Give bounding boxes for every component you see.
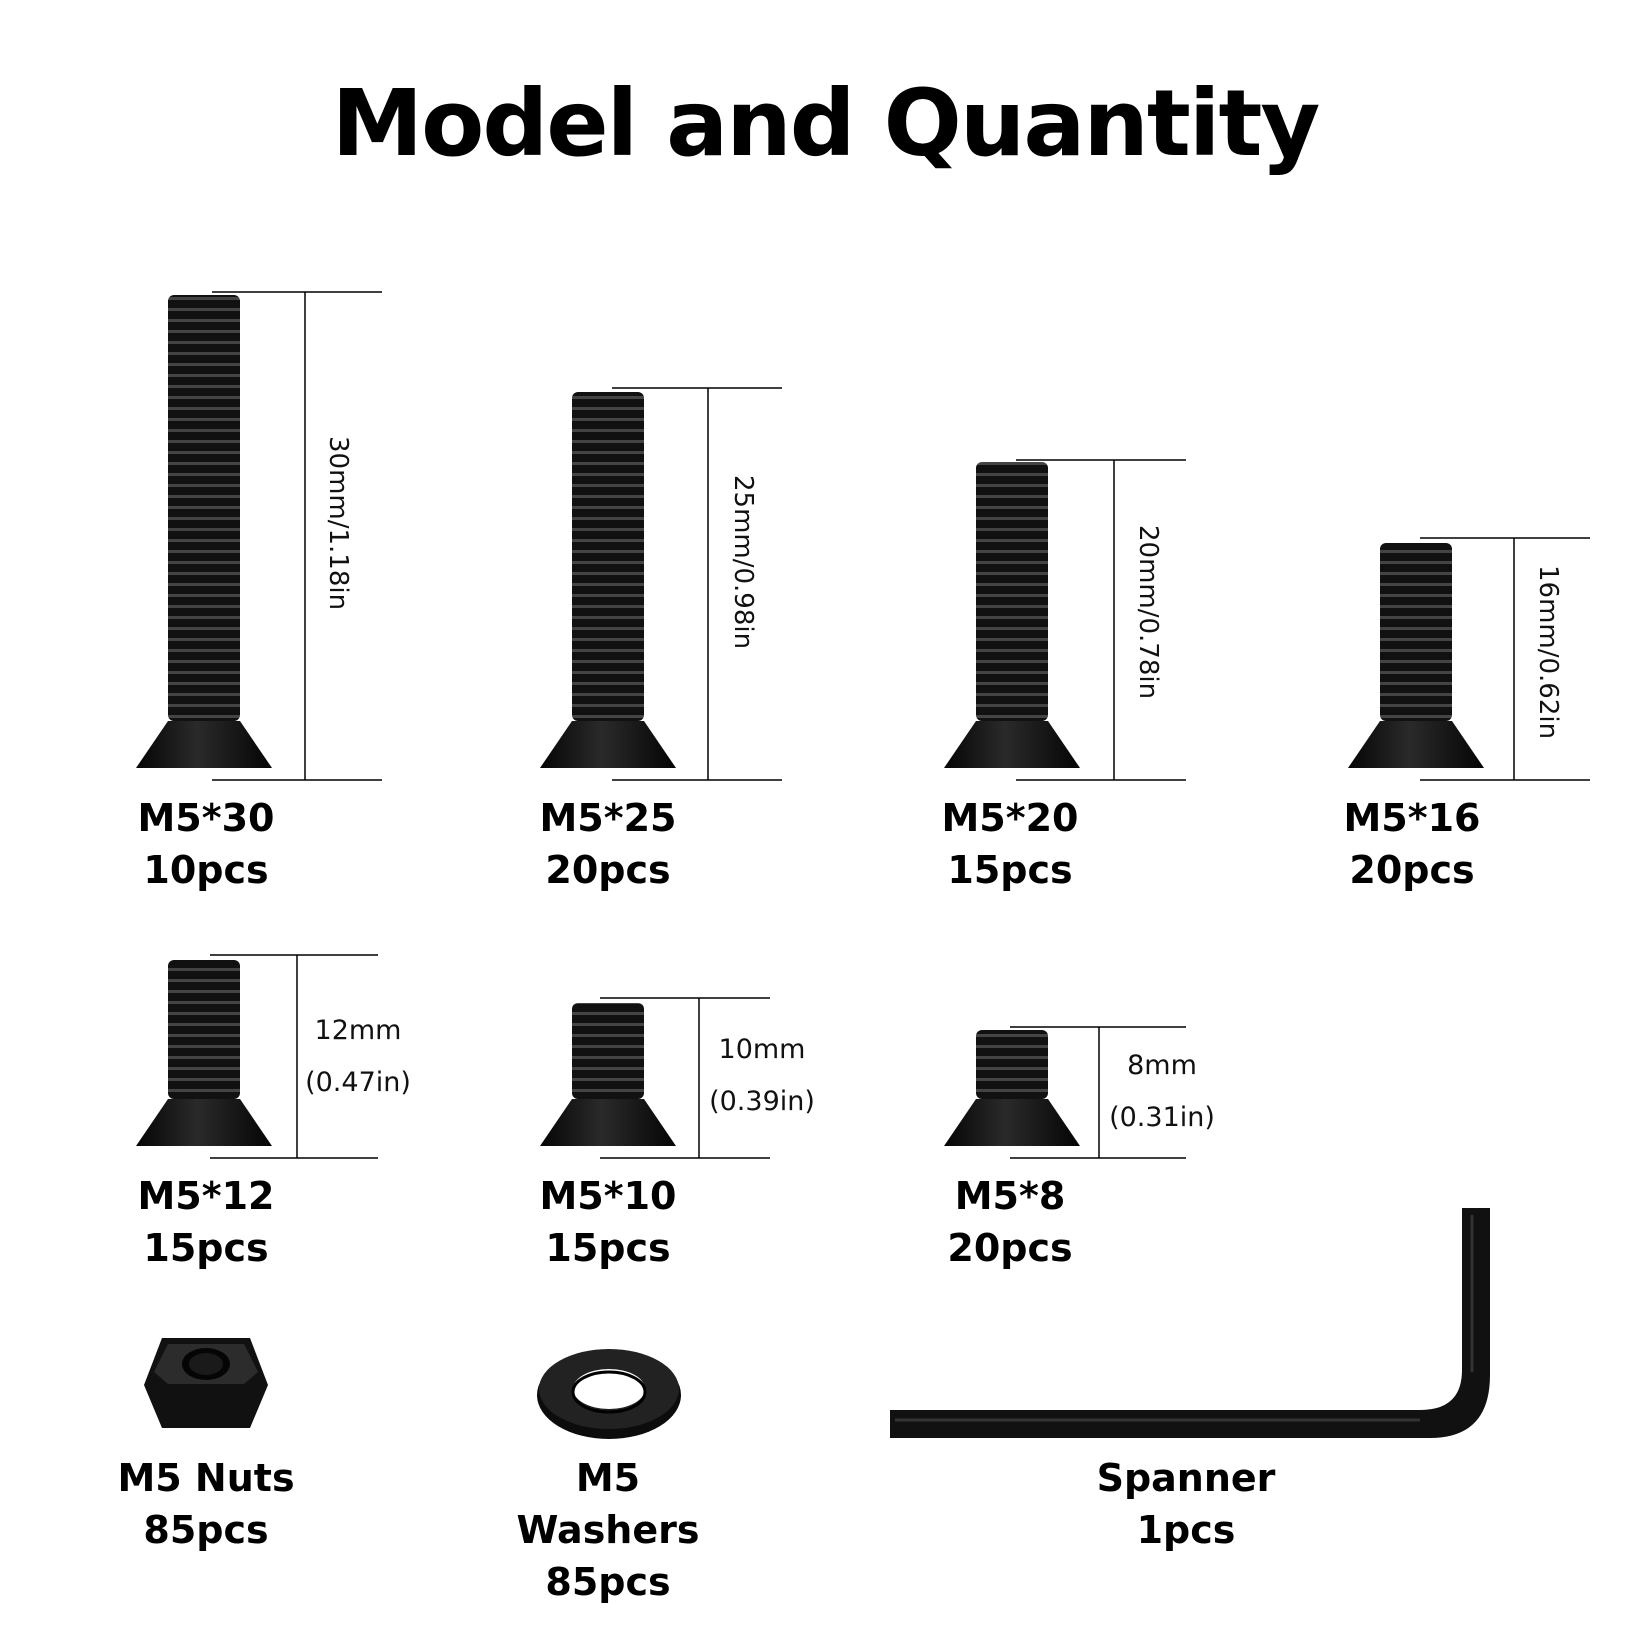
model-name: M5*20	[941, 796, 1079, 840]
quantity: 15pcs	[545, 1226, 671, 1270]
model-name: M5*8	[954, 1174, 1066, 1218]
dimension-line-m5x20	[1016, 459, 1186, 781]
item-label-nuts: M5 Nuts 85pcs	[96, 1452, 316, 1556]
quantity: 10pcs	[143, 848, 269, 892]
dimension-line-m5x12	[210, 954, 378, 1159]
model-name: M5*16	[1343, 796, 1481, 840]
washer-image	[537, 1349, 681, 1439]
model-name: M5*25	[539, 796, 677, 840]
item-label-m5x16: M5*16 20pcs	[1302, 792, 1522, 896]
screw-m5x12-image	[136, 960, 272, 1146]
item-label-m5x8: M5*8 20pcs	[900, 1170, 1120, 1274]
quantity: 15pcs	[143, 1226, 269, 1270]
dimension-label-m5x8: 8mm (0.31in)	[1092, 1040, 1232, 1144]
dimension-line-m5x10	[600, 997, 770, 1159]
screw-m5x20-image	[944, 462, 1080, 768]
hex-nut-image	[144, 1338, 268, 1428]
spanner-quantity: 1pcs	[1136, 1508, 1236, 1552]
dimension-label-m5x12: 12mm (0.47in)	[288, 1005, 428, 1109]
item-label-spanner: Spanner 1pcs	[1076, 1452, 1296, 1556]
dimension-label-m5x16: 16mm/0.62in	[1533, 565, 1563, 740]
nuts-quantity: 85pcs	[143, 1508, 269, 1552]
dimension-mm: 10mm	[718, 1034, 806, 1065]
item-label-m5x10: M5*10 15pcs	[498, 1170, 718, 1274]
quantity: 20pcs	[1349, 848, 1475, 892]
washers-name-line1: M5	[575, 1456, 641, 1500]
dimension-line-m5x25	[612, 387, 782, 781]
spanner-name: Spanner	[1096, 1456, 1276, 1500]
dimension-mm: 8mm	[1127, 1050, 1197, 1081]
page-title: Model and Quantity	[331, 70, 1321, 177]
dimension-label-m5x10: 10mm (0.39in)	[692, 1024, 832, 1128]
item-label-m5x20: M5*20 15pcs	[900, 792, 1120, 896]
model-name: M5*12	[137, 1174, 275, 1218]
hex-key-spanner-image	[890, 1208, 1490, 1438]
washers-name-line2: Washers	[516, 1508, 700, 1552]
item-label-m5x12: M5*12 15pcs	[96, 1170, 316, 1274]
dimension-line-m5x30	[212, 291, 382, 781]
screw-m5x16-image	[1348, 543, 1484, 768]
dimension-line-m5x16	[1420, 537, 1590, 781]
nuts-name: M5 Nuts	[117, 1456, 295, 1500]
item-label-m5x25: M5*25 20pcs	[498, 792, 718, 896]
dimension-label-m5x25: 25mm/0.98in	[728, 475, 758, 650]
model-name: M5*10	[539, 1174, 677, 1218]
dimension-label-m5x30: 30mm/1.18in	[323, 436, 353, 611]
item-label-m5x30: M5*30 10pcs	[96, 792, 316, 896]
dimension-in: (0.31in)	[1109, 1102, 1215, 1133]
dimension-label-m5x20: 20mm/0.78in	[1133, 525, 1163, 700]
model-name: M5*30	[137, 796, 275, 840]
screw-m5x8-image	[944, 1030, 1080, 1146]
dimension-mm: 12mm	[314, 1015, 402, 1046]
dimension-in: (0.39in)	[709, 1086, 815, 1117]
quantity: 15pcs	[947, 848, 1073, 892]
quantity: 20pcs	[947, 1226, 1073, 1270]
screw-m5x10-image	[540, 1003, 676, 1146]
quantity: 20pcs	[545, 848, 671, 892]
screw-m5x30-image	[136, 295, 272, 768]
washers-quantity: 85pcs	[545, 1560, 671, 1604]
dimension-in: (0.47in)	[305, 1067, 411, 1098]
item-label-washers: M5 Washers 85pcs	[498, 1452, 718, 1608]
screw-m5x25-image	[540, 392, 676, 768]
dimension-line-m5x8	[1010, 1026, 1186, 1159]
